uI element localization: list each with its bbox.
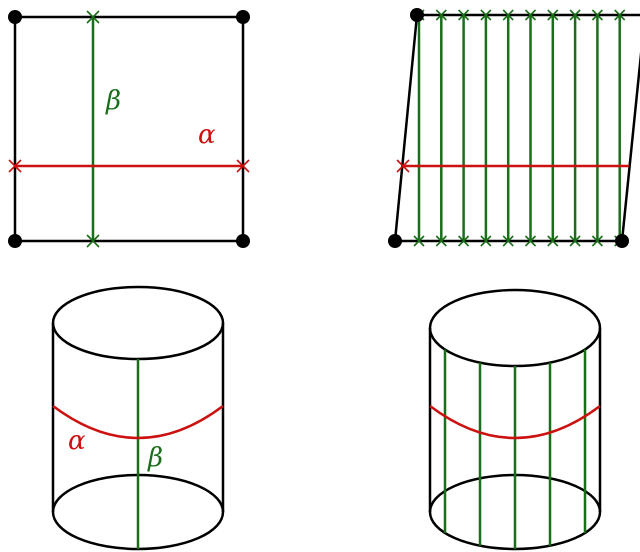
square-outline [13,15,245,243]
beta-label: β [105,86,121,116]
twisted-outline [393,13,640,243]
beta-endpoint-marks [86,10,100,248]
beta-endpoint-mark [569,9,581,21]
twisted-vertices [388,8,629,248]
square-vertices [8,10,250,248]
beta-curves-cylinder2 [443,349,587,549]
beta-endpoint-mark [591,235,603,247]
beta-endpoint-mark [502,235,514,247]
beta-endpoint-mark [413,235,425,247]
beta-endpoint-mark [591,9,603,21]
cylinder-top-rim [51,285,225,361]
beta-endpoint-mark [524,235,537,247]
panel-twisted-square [388,8,640,248]
beta-endpoint-mark [547,235,559,247]
beta-endpoint-mark [435,9,447,21]
alpha-curve-cylinder2 [429,405,601,440]
beta-endpoint-mark [458,235,470,247]
beta-curves-twisted [417,15,621,241]
beta-endpoint-mark [547,9,559,21]
beta-label-cylinder: β [147,443,163,473]
panel-square: β α [8,10,250,248]
cylinder2-top-rim [428,288,602,368]
beta-endpoint-mark [569,235,581,247]
alpha-label: α [198,120,216,150]
beta-endpoint-mark [524,9,537,21]
beta-endpoint-mark [480,9,492,21]
beta-endpoint-marks-twisted [413,9,626,247]
beta-endpoint-mark [502,9,514,21]
beta-endpoint-mark [614,9,626,21]
beta-endpoint-mark [435,235,447,247]
alpha-endpoint-marks-twisted [396,159,410,173]
beta-endpoint-mark [458,9,470,21]
alpha-endpoint-marks [8,159,250,173]
panel-cylinder-single: α β [51,285,225,551]
alpha-label-cylinder: α [68,426,86,456]
beta-endpoint-mark [480,235,492,247]
alpha-curve-cylinder [52,405,224,440]
panel-cylinder-multiple [428,288,602,551]
